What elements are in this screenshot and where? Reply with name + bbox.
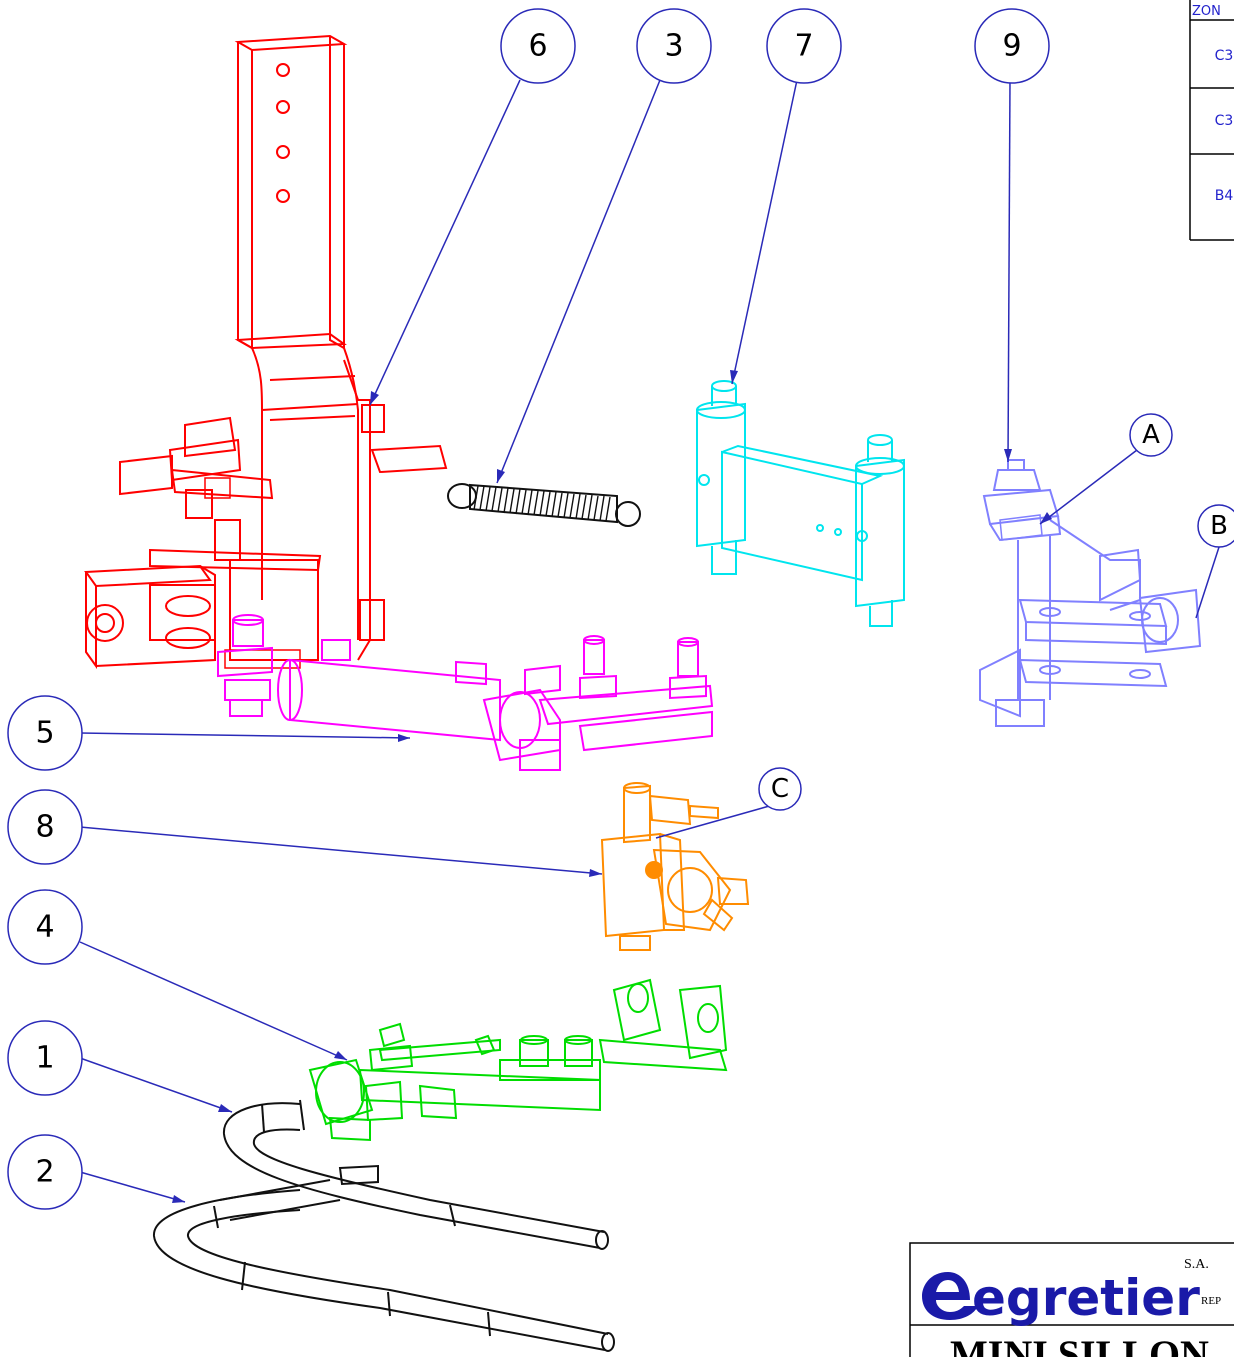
balloon-5: 5	[7, 695, 83, 771]
detail-label-b: B	[1197, 504, 1234, 548]
balloon-7: 7	[766, 8, 842, 84]
svg-text:2: 2	[35, 1155, 54, 1190]
svg-text:8: 8	[35, 810, 54, 845]
svg-text:1: 1	[35, 1041, 54, 1076]
svg-text:A: A	[1142, 420, 1160, 450]
svg-text:3: 3	[664, 29, 683, 64]
part-1-tube	[222, 1099, 609, 1250]
balloon-2: 2	[7, 1134, 83, 1210]
balloon-3: 3	[636, 8, 712, 84]
reference-label: REP	[1201, 1295, 1221, 1307]
svg-text:B: B	[1210, 511, 1228, 541]
zone-table: ZON C3 C3 B4	[1189, 0, 1234, 241]
logo-text: egretier	[972, 1269, 1200, 1327]
drawing-title: MINI SILLON	[950, 1332, 1209, 1357]
egretier-logo: egretier	[922, 1269, 1200, 1327]
leader-lines	[79, 79, 1221, 1203]
balloon-9: 9	[974, 8, 1050, 84]
svg-text:5: 5	[35, 716, 54, 751]
balloon-8: 8	[7, 789, 83, 865]
zone-row: C3	[1215, 113, 1234, 129]
svg-text:6: 6	[528, 29, 547, 64]
svg-text:C: C	[771, 774, 789, 804]
company-name: S.A.	[1184, 1257, 1209, 1272]
zone-row: C3	[1215, 48, 1234, 64]
svg-text:4: 4	[35, 910, 54, 945]
title-block: egretier S.A. REP MINI SILLON	[909, 1242, 1234, 1357]
part-3-spring	[447, 483, 641, 527]
balloon-4: 4	[7, 889, 83, 965]
part-6-frame	[84, 34, 448, 670]
part-7-bracket	[696, 380, 905, 627]
part-2-tube	[152, 1164, 615, 1352]
part-9-hinge	[979, 459, 1202, 727]
detail-label-a: A	[1129, 413, 1173, 457]
part-5-cylinder	[217, 614, 714, 771]
zone-row: B4	[1215, 188, 1234, 204]
part-4-arm	[308, 978, 728, 1142]
leader-arrowheads	[172, 370, 1052, 1203]
detail-label-c: C	[758, 767, 802, 811]
part-8-valve	[600, 782, 750, 951]
balloon-1: 1	[7, 1020, 83, 1096]
zone-header: ZON	[1192, 4, 1221, 19]
svg-text:7: 7	[794, 29, 813, 64]
svg-text:9: 9	[1002, 29, 1021, 64]
balloon-6: 6	[500, 8, 576, 84]
